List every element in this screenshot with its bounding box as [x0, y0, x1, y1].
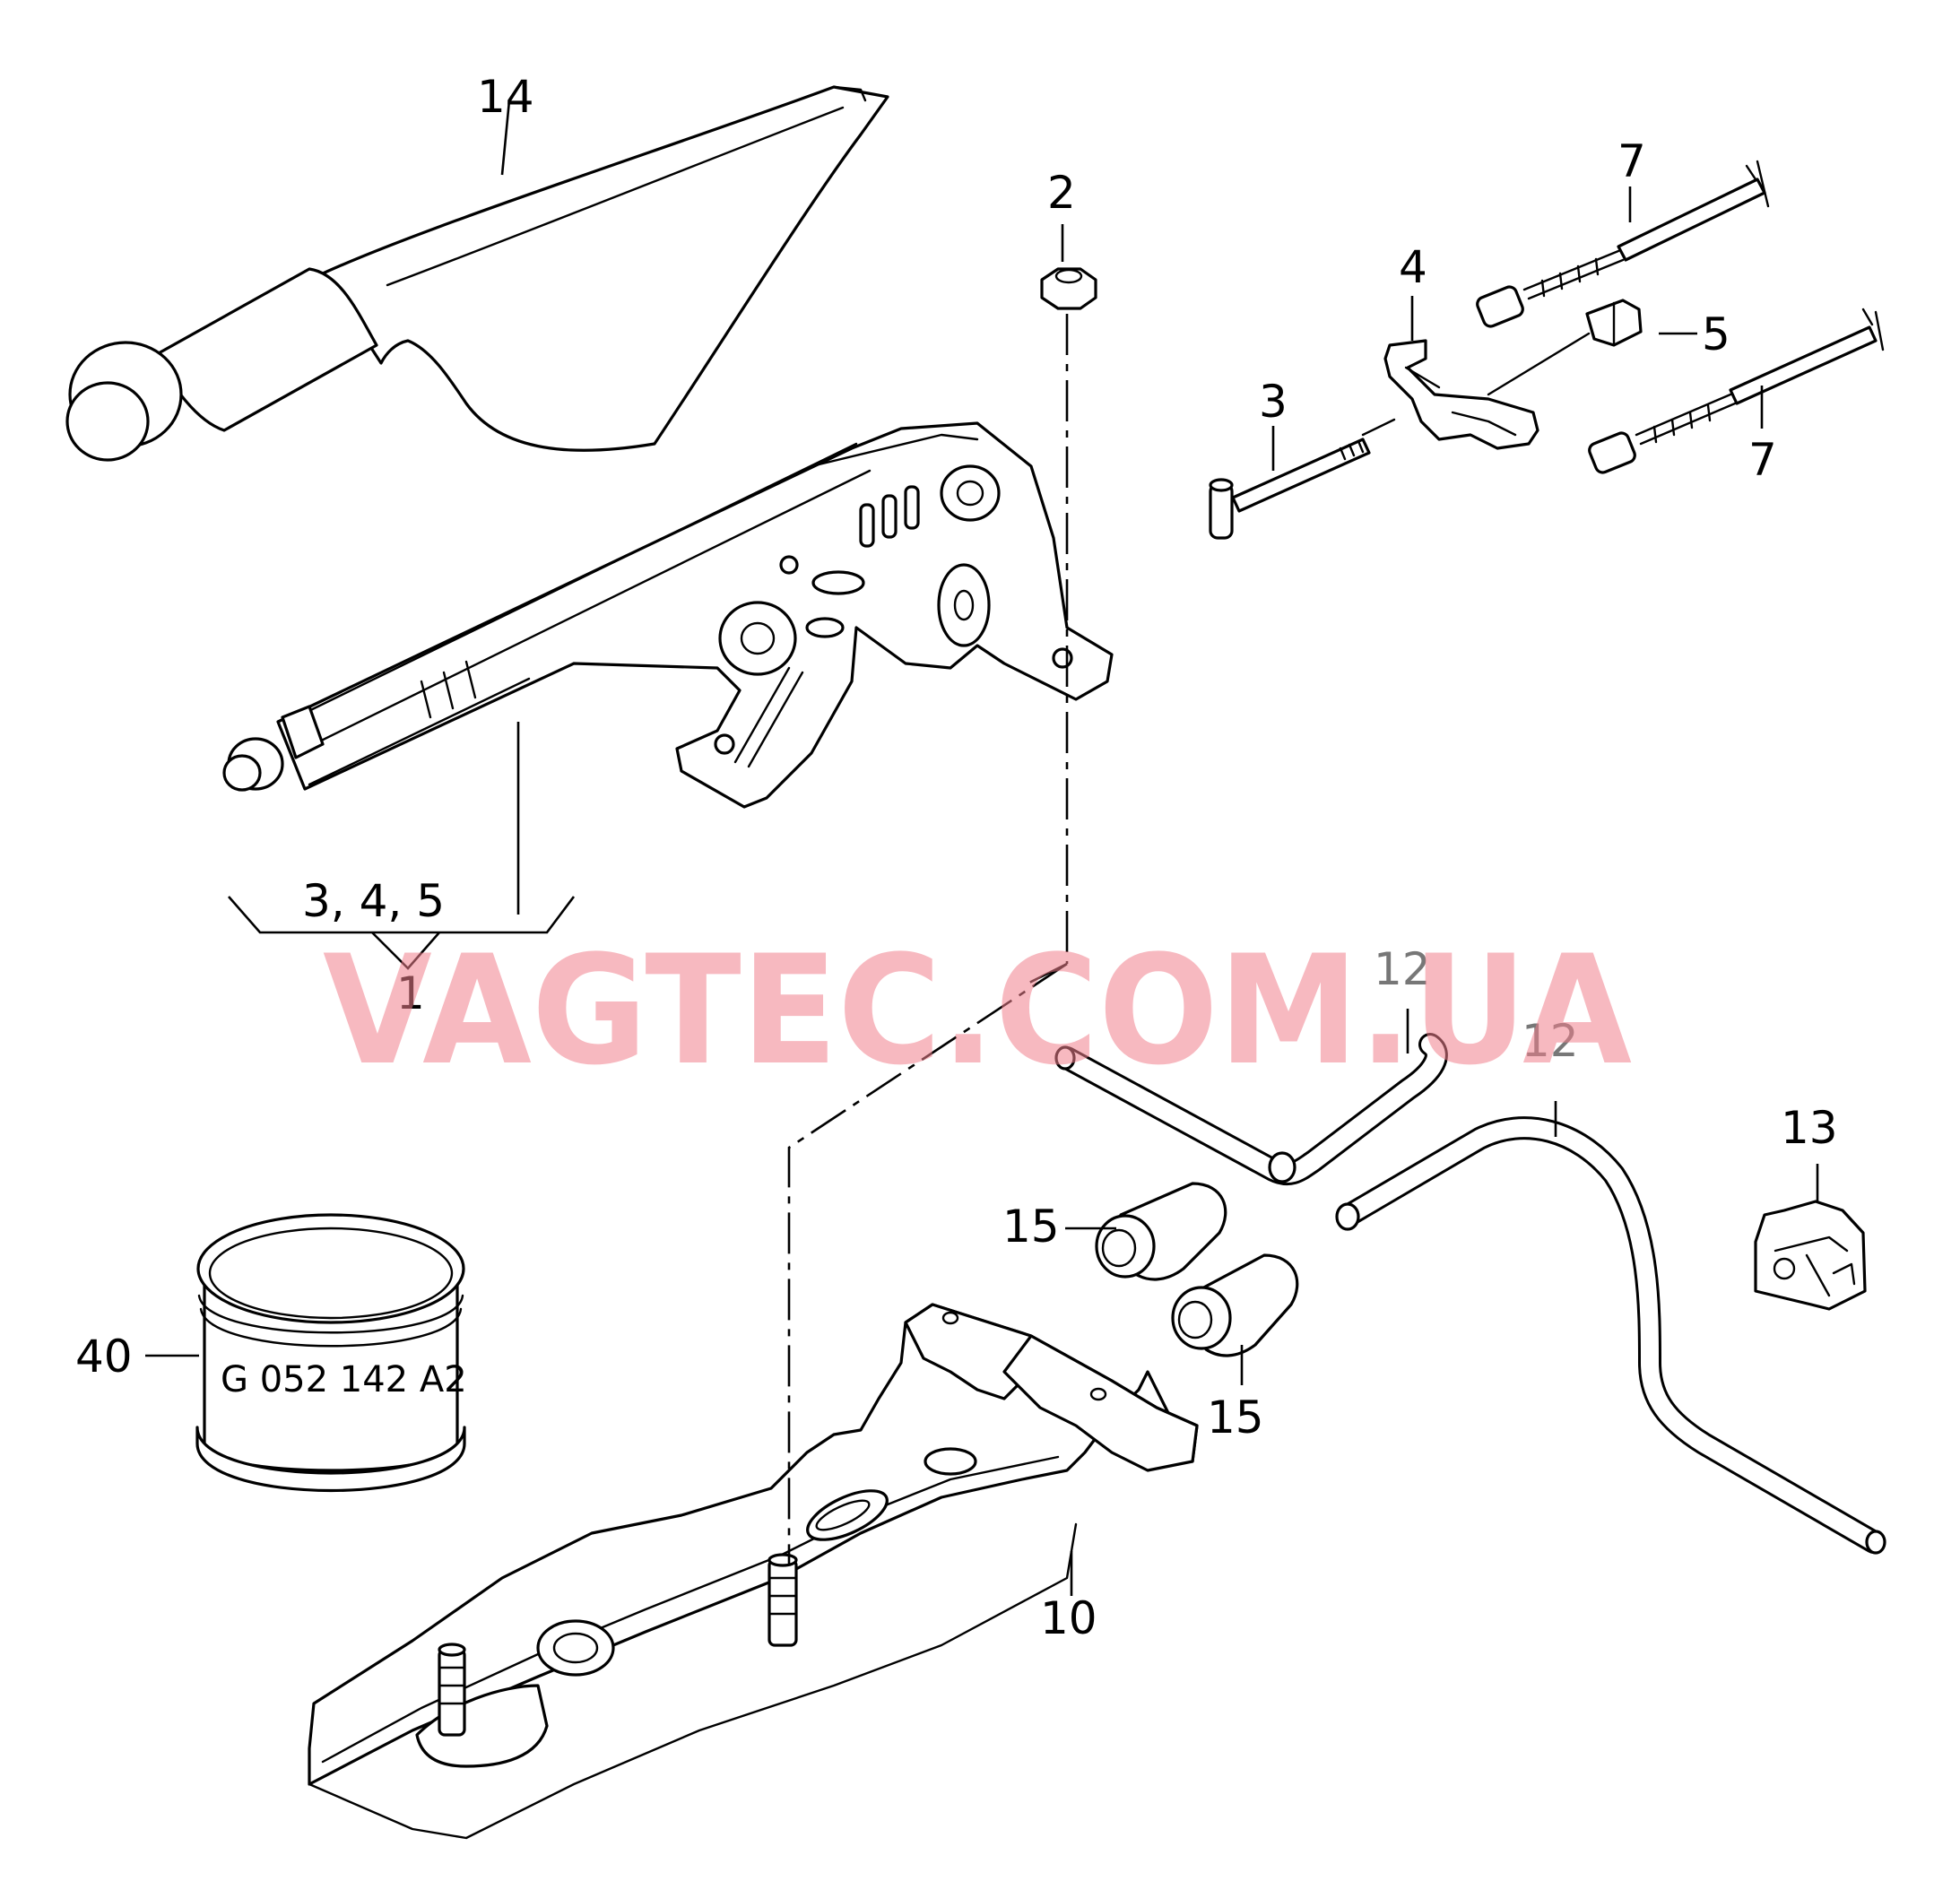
callout-group-3-4-5: 3, 4, 5 — [302, 875, 445, 927]
part-7-cable-lower — [1588, 308, 1885, 474]
leader-lines — [145, 100, 1819, 1596]
part-7-cable-upper — [1476, 160, 1770, 328]
callout-3: 3 — [1259, 376, 1288, 428]
part-3-bolt — [1209, 438, 1371, 540]
callout-12-lower: 12 — [1522, 1015, 1579, 1067]
part-2-nut — [1040, 267, 1097, 310]
callout-5: 5 — [1702, 308, 1730, 360]
callout-4: 4 — [1399, 241, 1427, 293]
assembly-line-to-stud — [787, 962, 1068, 1565]
part-12-tube-lower — [1335, 1116, 1886, 1555]
part-14-lever-grip — [65, 85, 889, 462]
callout-15-lower: 15 — [1207, 1391, 1264, 1444]
callout-2: 2 — [1047, 167, 1076, 219]
part-12-tube-upper — [1054, 1033, 1448, 1186]
callout-7-upper: 7 — [1617, 135, 1646, 187]
part-5-nut — [1487, 299, 1643, 396]
part-1-handbrake-lever — [222, 421, 1114, 809]
callout-7-lower: 7 — [1748, 434, 1777, 486]
watermark-text: VAGTEC.COM.UA — [323, 923, 1632, 1098]
callout-13: 13 — [1781, 1102, 1838, 1154]
part-40-can: G 052 142 A2 — [195, 1213, 467, 1492]
part-13-clip — [1754, 1200, 1867, 1311]
callout-15-upper: 15 — [1002, 1201, 1060, 1253]
assembly-line-stub — [1021, 962, 1068, 988]
can-marking: G 052 142 A2 — [221, 1359, 467, 1400]
callout-40: 40 — [75, 1331, 133, 1383]
part-15-grommet-a — [1095, 1182, 1227, 1281]
part-4-compensator — [1361, 339, 1539, 450]
callout-1: 1 — [396, 967, 425, 1019]
callout-12-upper: 12 — [1374, 943, 1431, 995]
callout-14: 14 — [477, 71, 534, 123]
part-10-bracket — [308, 1303, 1199, 1840]
callout-10: 10 — [1040, 1592, 1097, 1644]
part-15-grommet-b — [1171, 1253, 1299, 1357]
